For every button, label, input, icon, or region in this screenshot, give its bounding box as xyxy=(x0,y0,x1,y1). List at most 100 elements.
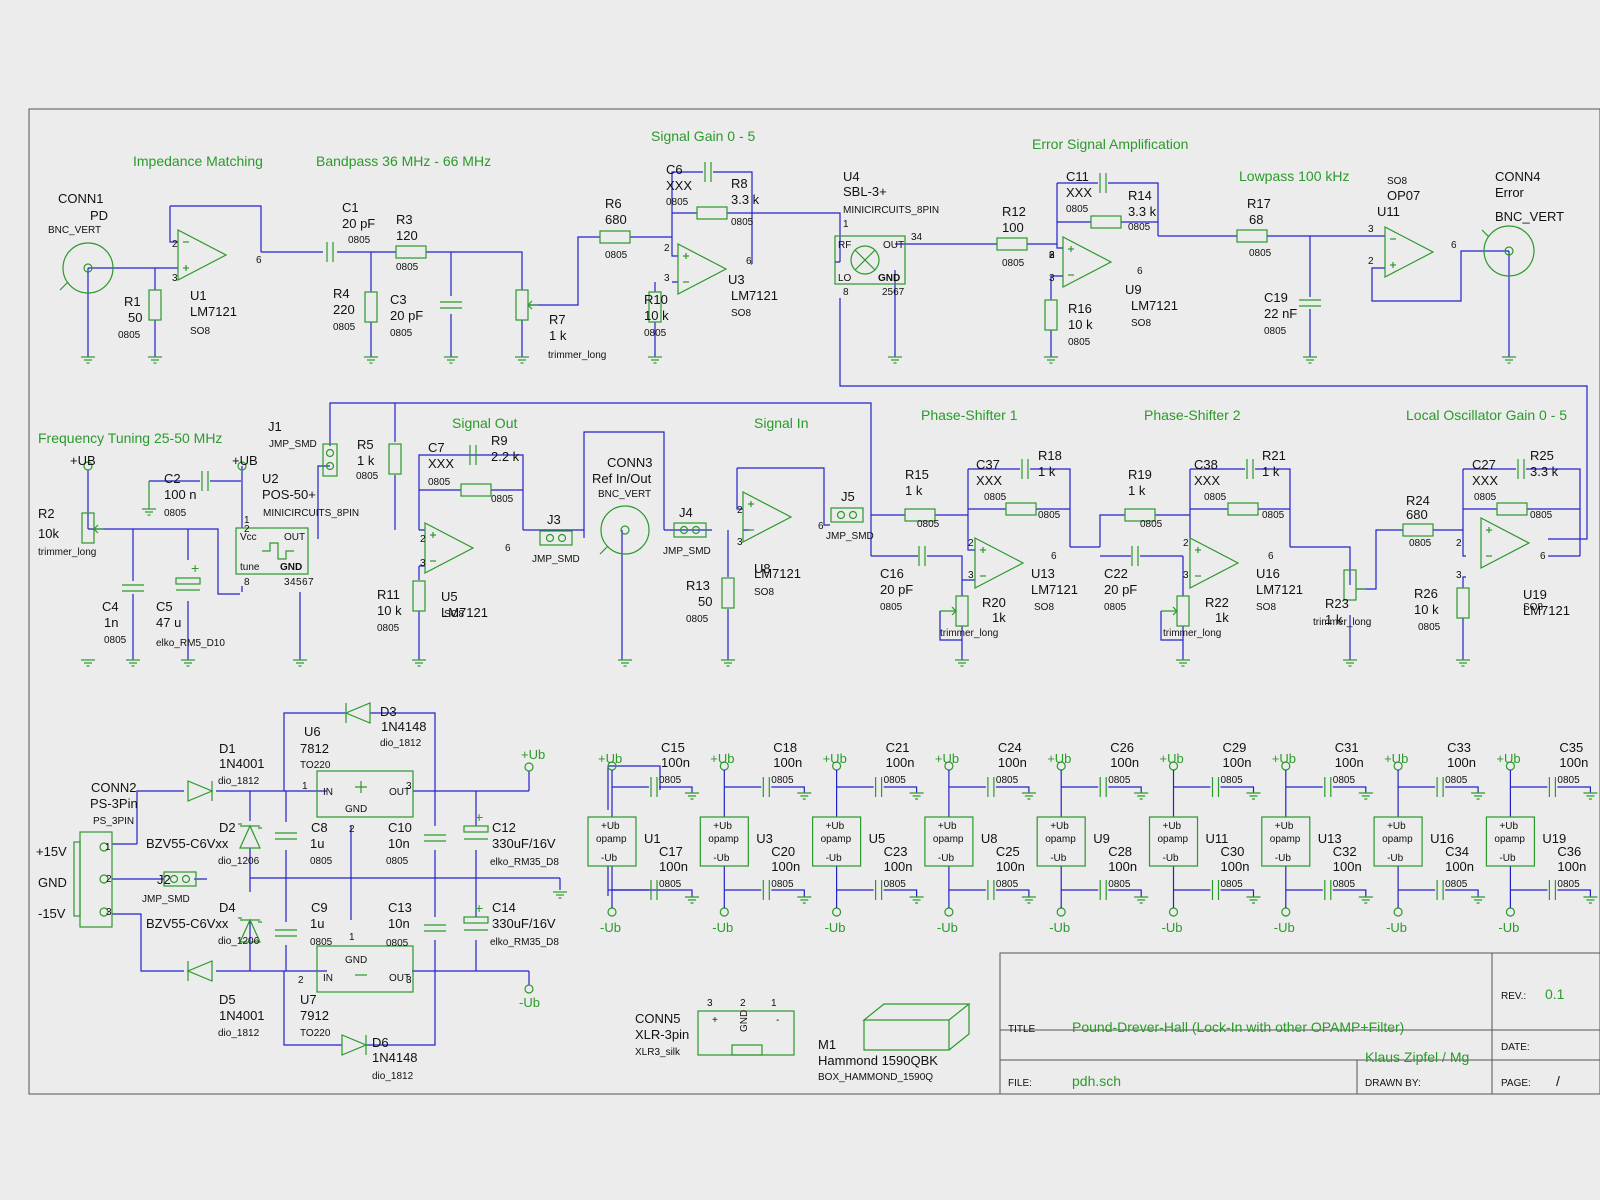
pin-number: 8 xyxy=(244,577,250,588)
label-so8: SO8 xyxy=(1034,602,1054,613)
label-xxx: XXX xyxy=(976,473,1002,488)
pin-number: 2 xyxy=(664,243,670,254)
label-7912: 7912 xyxy=(300,1008,329,1023)
label-op07: OP07 xyxy=(1387,188,1420,203)
cap-bot-value: 100n xyxy=(1333,859,1362,874)
label-0805: 0805 xyxy=(917,519,940,530)
opamp-supply-name: opamp xyxy=(596,834,627,845)
label-0805: 0805 xyxy=(1104,602,1127,613)
section-ps2: Phase-Shifter 2 xyxy=(1144,407,1241,423)
supply-plus-label: +Ub xyxy=(1272,751,1296,766)
cap-top-pkg: 0805 xyxy=(1333,775,1356,786)
label-50: 50 xyxy=(128,310,142,325)
label-trimmer-long: trimmer_long xyxy=(940,628,998,639)
opamp-supply-name: opamp xyxy=(821,834,852,845)
u4-rf: RF xyxy=(838,240,851,251)
m1-enclosure xyxy=(862,1003,971,1051)
label-r8: R8 xyxy=(731,176,748,191)
c12-elko: + xyxy=(463,809,489,840)
label-c3: C3 xyxy=(390,292,407,307)
file-label: FILE: xyxy=(1008,1078,1032,1089)
label-u16: U16 xyxy=(1256,566,1280,581)
label-xlr3-silk: XLR3_silk xyxy=(635,1047,681,1058)
d2-zener xyxy=(238,823,262,849)
supply-block: +Ub-Ub+Ubopamp-UbU19C35100n0805C36100n08… xyxy=(1485,740,1598,935)
label-220: 220 xyxy=(333,302,355,317)
cap-bot-pkg: 0805 xyxy=(771,879,794,890)
sheet-frame xyxy=(28,108,1600,1095)
label-20-pf: 20 pF xyxy=(1104,582,1137,597)
pin-number: 6 xyxy=(1540,551,1546,562)
pin-number: 4 xyxy=(290,577,296,588)
label-0805: 0805 xyxy=(1128,222,1151,233)
label-jmp-smd: JMP_SMD xyxy=(532,554,580,565)
label-330uf-16v: 330uF/16V xyxy=(492,916,556,931)
label-1n4001: 1N4001 xyxy=(219,1008,265,1023)
cap-bot-value: 100n xyxy=(659,859,688,874)
label-10n: 10n xyxy=(388,916,410,931)
rev-label: REV.: xyxy=(1501,991,1526,1002)
cap-top-ref: C29 xyxy=(1223,740,1247,755)
d3-diode xyxy=(344,702,371,724)
title-block: REV.: 0.1 TITLE Pound-Drever-Hall (Lock-… xyxy=(999,952,1600,1095)
pin-number: 2 xyxy=(740,998,746,1009)
opamp-supply-name: opamp xyxy=(1158,834,1189,845)
supply-block: +Ub-Ub+Ubopamp-UbU5C21100n0805C23100n080… xyxy=(811,740,924,935)
pin-number: 6 xyxy=(302,577,308,588)
label-0805: 0805 xyxy=(164,508,187,519)
label-1-k: 1 k xyxy=(1038,464,1056,479)
label-r12: R12 xyxy=(1002,204,1026,219)
label-r18: R18 xyxy=(1038,448,1062,463)
cap-top-value: 100n xyxy=(886,755,915,770)
opamp-supply-plus: +Ub xyxy=(826,821,845,832)
svg-text:+: + xyxy=(475,809,483,825)
pin-number: 6 xyxy=(1137,266,1143,277)
supply-block: +Ub-Ub+Ubopamp-UbU16C33100n0805C34100n08… xyxy=(1373,740,1486,935)
cap-bot-pkg: 0805 xyxy=(1557,879,1580,890)
label-r14: R14 xyxy=(1128,188,1152,203)
label-jmp-smd: JMP_SMD xyxy=(269,439,317,450)
opamp-supply-name: opamp xyxy=(1270,834,1301,845)
opamp-unit: U8 xyxy=(981,831,998,846)
label-1n: 1n xyxy=(104,615,118,630)
label-r23: R23 xyxy=(1325,596,1349,611)
label-u3: U3 xyxy=(728,272,745,287)
pin-number: 2 xyxy=(1456,538,1462,549)
label-u1: U1 xyxy=(190,288,207,303)
label-r17: R17 xyxy=(1247,196,1271,211)
label-xlr-3pin: XLR-3pin xyxy=(635,1027,689,1042)
cap-top-ref: C35 xyxy=(1559,740,1583,755)
label-1-k: 1 k xyxy=(1325,612,1343,627)
section-impedance: Impedance Matching xyxy=(133,153,263,169)
opamp-supply-plus: +Ub xyxy=(1163,821,1182,832)
label-0805: 0805 xyxy=(377,623,400,634)
label-trimmer-long: trimmer_long xyxy=(1313,617,1371,628)
label-330uf-16v: 330uF/16V xyxy=(492,836,556,851)
cap-top-ref: C26 xyxy=(1110,740,1134,755)
label-bzv55-c6vxx: BZV55-C6Vxx xyxy=(146,916,229,931)
opamp-unit: U11 xyxy=(1206,831,1229,846)
opamp-unit: U9 xyxy=(1093,831,1110,846)
opamp-supply-minus: -Ub xyxy=(601,853,618,864)
opamp-supply-minus: -Ub xyxy=(1499,853,1516,864)
u2-tune: tune xyxy=(240,562,260,573)
opamp-unit: U16 xyxy=(1430,831,1454,846)
pin-number: 8 xyxy=(843,287,849,298)
pin-number: 2 xyxy=(737,505,743,516)
pin-number: 3 xyxy=(1456,570,1462,581)
label-lm7121: LM7121 xyxy=(1031,582,1078,597)
conn4-bnc xyxy=(1481,225,1535,277)
label-u4: U4 xyxy=(843,169,860,184)
label-c5: C5 xyxy=(156,599,173,614)
label-20-pf: 20 pF xyxy=(342,216,375,231)
label-0805: 0805 xyxy=(118,330,141,341)
pin-number: 3 xyxy=(420,558,426,569)
supply-plus-label: +Ub xyxy=(710,751,734,766)
label-0805: 0805 xyxy=(1068,337,1091,348)
label-120: 120 xyxy=(396,228,418,243)
label-0805: 0805 xyxy=(880,602,903,613)
pin-number: 6 xyxy=(1268,551,1274,562)
label-0805: 0805 xyxy=(731,217,754,228)
pin-number: 2 xyxy=(420,534,426,545)
pin-number: 1 xyxy=(244,515,250,526)
